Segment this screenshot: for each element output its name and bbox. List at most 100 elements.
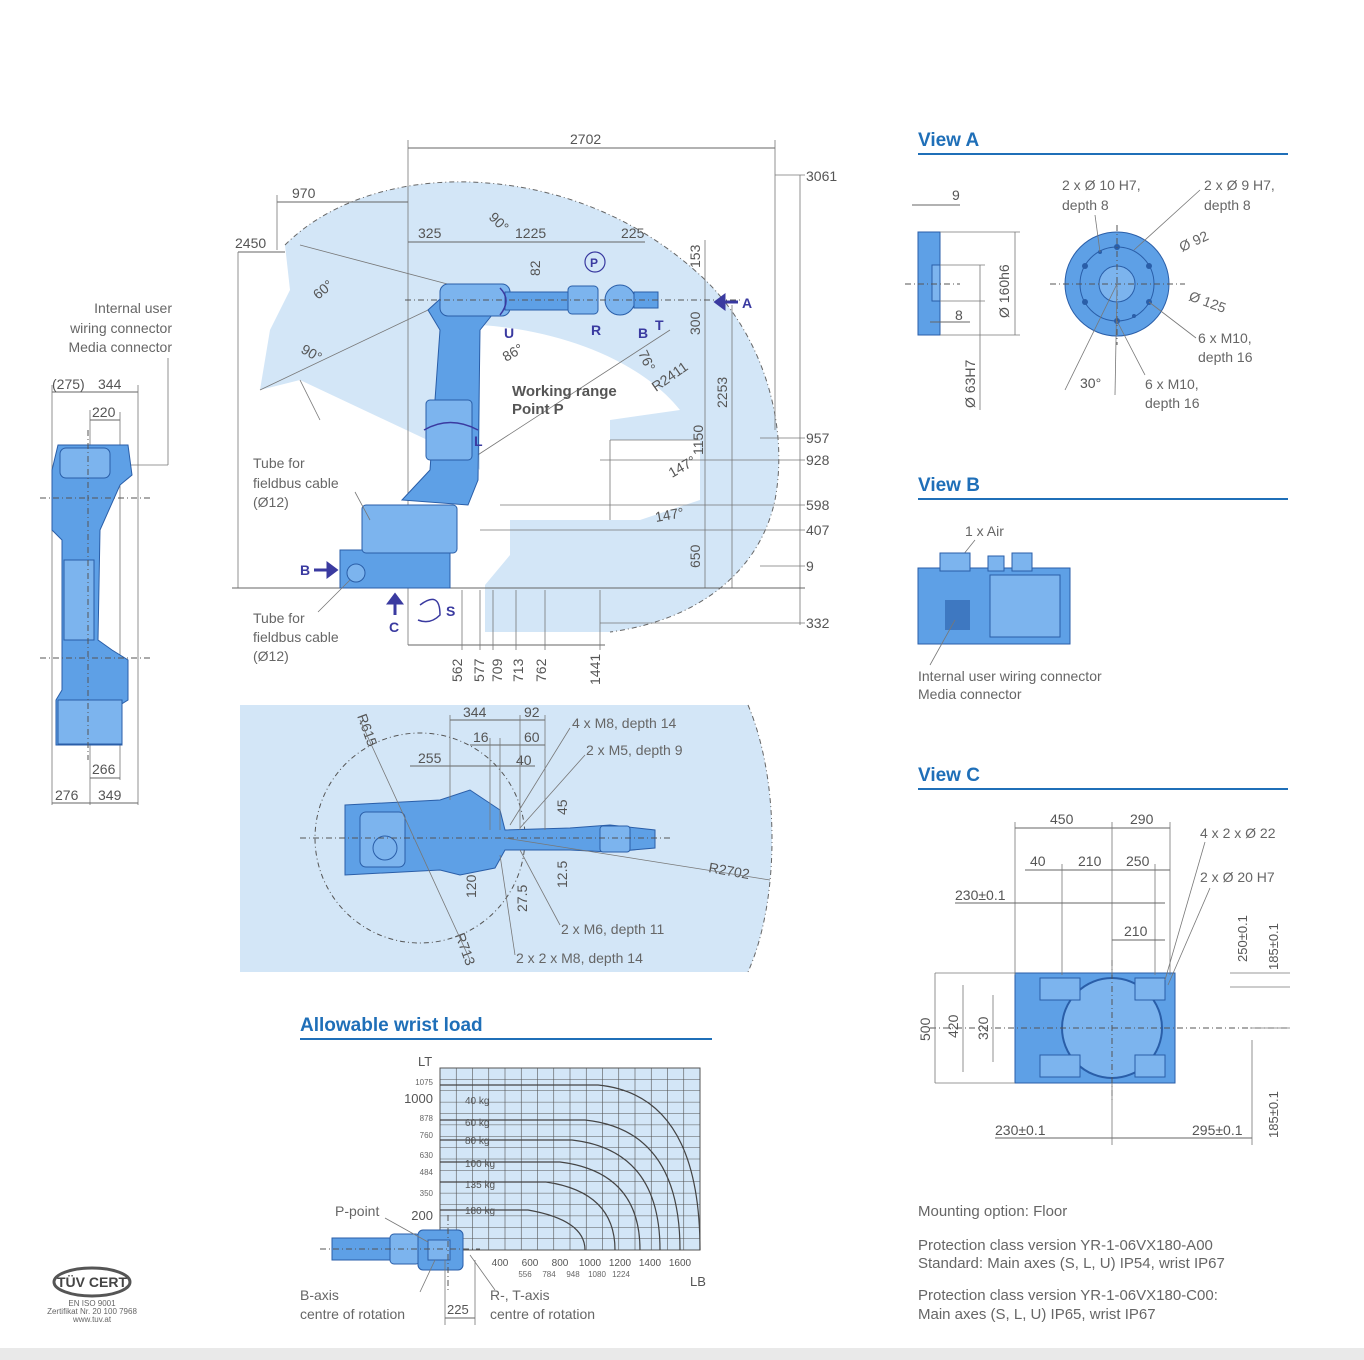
info-block: Mounting option: Floor Protection class …	[918, 1203, 1225, 1323]
side-dim-220: 220	[92, 404, 116, 420]
top-note-2xm6: 2 x M6, depth 11	[561, 921, 664, 937]
top-note-2x2xm8: 2 x 2 x M8, depth 14	[516, 950, 643, 966]
load-curve	[440, 1209, 586, 1251]
view-c-dim-420: 420	[945, 1014, 961, 1038]
main-dim-957: 957	[806, 430, 830, 446]
wrist-dim-225: 225	[447, 1302, 469, 1317]
view-a-note3b: depth 16	[1198, 349, 1253, 365]
y-tick-label: 484	[420, 1168, 434, 1177]
view-a-note2b: depth 8	[1204, 197, 1251, 213]
working-range-label: Working range	[512, 383, 617, 400]
top-dim-344: 344	[463, 704, 487, 720]
load-curve	[440, 1181, 616, 1251]
top-dim-40: 40	[516, 752, 532, 768]
arrow-c-label: C	[389, 619, 399, 635]
view-c-dim-185-top: 185±0.1	[1266, 923, 1281, 970]
x-minor-tick-label: 784	[542, 1270, 556, 1279]
robot-main	[339, 283, 659, 589]
side-dim-275: (275)	[52, 376, 85, 392]
info-prot1-b: Standard: Main axes (S, L, U) IP54, wris…	[918, 1255, 1225, 1272]
wrist-b-axis-1: B-axis	[300, 1287, 339, 1303]
x-tick-label: 400	[492, 1258, 509, 1269]
axis-u: U	[504, 325, 514, 341]
view-c: View C 450 290 40 210 250 230±0.1 210 50…	[917, 765, 1290, 1145]
top-view: 344 92 16 60 255 40 45 12.5 27.5 120 R61…	[240, 704, 773, 973]
view-c-dim-250: 250	[1126, 853, 1150, 869]
view-c-dim-210a: 210	[1078, 853, 1102, 869]
y-tick-label: 760	[420, 1131, 434, 1140]
view-c-dim-185-bottom: 185±0.1	[1266, 1091, 1281, 1138]
x-tick-label: 600	[522, 1258, 539, 1269]
view-a-d125: Ø 125	[1187, 288, 1229, 316]
main-dim-1441: 1441	[587, 654, 603, 685]
main-dim-762: 762	[533, 658, 549, 682]
side-label-media: Media connector	[68, 339, 172, 355]
view-a-d92: Ø 92	[1177, 227, 1211, 254]
view-a-note1b: depth 8	[1062, 197, 1109, 213]
tube-upper-3: (Ø12)	[253, 494, 289, 510]
wrist-b-axis-2: centre of rotation	[300, 1306, 405, 1322]
tube-upper-1: Tube for	[253, 455, 305, 471]
view-c-dim-230-bottom: 230±0.1	[995, 1122, 1046, 1138]
arrow-b-label: B	[300, 562, 310, 578]
main-dim-2702: 2702	[570, 131, 601, 147]
main-angle-86: 86°	[500, 340, 526, 364]
top-note-2xm5: 2 x M5, depth 9	[586, 742, 683, 758]
side-label-internal-user: Internal user	[94, 300, 172, 316]
wrist-load: Allowable wrist load 1075100087876063048…	[300, 1015, 712, 1325]
main-dim-928: 928	[806, 452, 830, 468]
main-view: 2702 970 325 1225 225 2450 82 153 300 22…	[232, 131, 837, 685]
side-dim-276: 276	[55, 787, 79, 803]
view-a-dim-8: 8	[955, 307, 963, 323]
axis-l: L	[474, 433, 483, 449]
view-c-dim-250-01: 250±0.1	[1235, 915, 1250, 962]
axis-s: S	[446, 603, 455, 619]
main-dim-2450: 2450	[235, 235, 266, 251]
view-c-dim-40: 40	[1030, 853, 1046, 869]
view-a-title: View A	[918, 130, 980, 151]
main-dim-650: 650	[687, 544, 703, 568]
view-a-dim-160h6: Ø 160h6	[996, 264, 1012, 318]
y-tick-label: 350	[420, 1189, 434, 1198]
side-label-wiring: wiring connector	[69, 320, 172, 336]
wrist-rt-axis-1: R-, T-axis	[490, 1287, 550, 1303]
main-dim-325: 325	[418, 225, 442, 241]
x-minor-tick-label: 948	[566, 1270, 580, 1279]
y-tick-label: 878	[420, 1114, 434, 1123]
top-dim-16: 16	[473, 729, 489, 745]
info-mounting: Mounting option: Floor	[918, 1203, 1067, 1220]
view-a: View A 9 8 Ø 160h6 Ø 63H7 30° 2 x Ø 10	[905, 130, 1288, 411]
y-tick-label: 1075	[415, 1078, 433, 1087]
view-b-label1: Internal user wiring connector	[918, 668, 1102, 684]
tube-upper-2: fieldbus cable	[253, 475, 339, 491]
load-curve-label: 135 kg	[465, 1180, 495, 1191]
view-c-dim-450: 450	[1050, 811, 1074, 827]
main-dim-713: 713	[510, 658, 526, 682]
axis-t: T	[655, 317, 664, 333]
tuv-line3: www.tuv.at	[72, 1315, 112, 1324]
wrist-load-x-label: LB	[690, 1274, 706, 1289]
x-minor-tick-label: 556	[518, 1270, 532, 1279]
view-a-dim-9: 9	[952, 187, 960, 203]
load-curve	[440, 1161, 641, 1251]
tuv-line1: EN ISO 9001	[68, 1299, 116, 1308]
x-minor-tick-label: 1080	[588, 1270, 606, 1279]
wrist-load-title: Allowable wrist load	[300, 1015, 483, 1036]
main-dim-300: 300	[687, 311, 703, 335]
view-c-note-20h7: 2 x Ø 20 H7	[1200, 869, 1275, 885]
view-a-note1a: 2 x Ø 10 H7,	[1062, 177, 1141, 193]
x-tick-label: 800	[552, 1258, 569, 1269]
info-prot2-b: Main axes (S, L, U) IP65, wrist IP67	[918, 1306, 1156, 1323]
side-dim-266: 266	[92, 761, 116, 777]
top-dim-27-5: 27.5	[514, 885, 530, 912]
side-dim-344: 344	[98, 376, 122, 392]
load-curve	[440, 1084, 701, 1251]
y-tick-label: 1000	[404, 1091, 433, 1106]
arrow-a-label: A	[742, 295, 752, 311]
main-dim-9: 9	[806, 558, 814, 574]
load-curve-label: 60 kg	[465, 1118, 489, 1129]
view-b-air: 1 x Air	[965, 523, 1004, 539]
load-curve-label: 80 kg	[465, 1136, 489, 1147]
main-dim-3061: 3061	[806, 168, 837, 184]
